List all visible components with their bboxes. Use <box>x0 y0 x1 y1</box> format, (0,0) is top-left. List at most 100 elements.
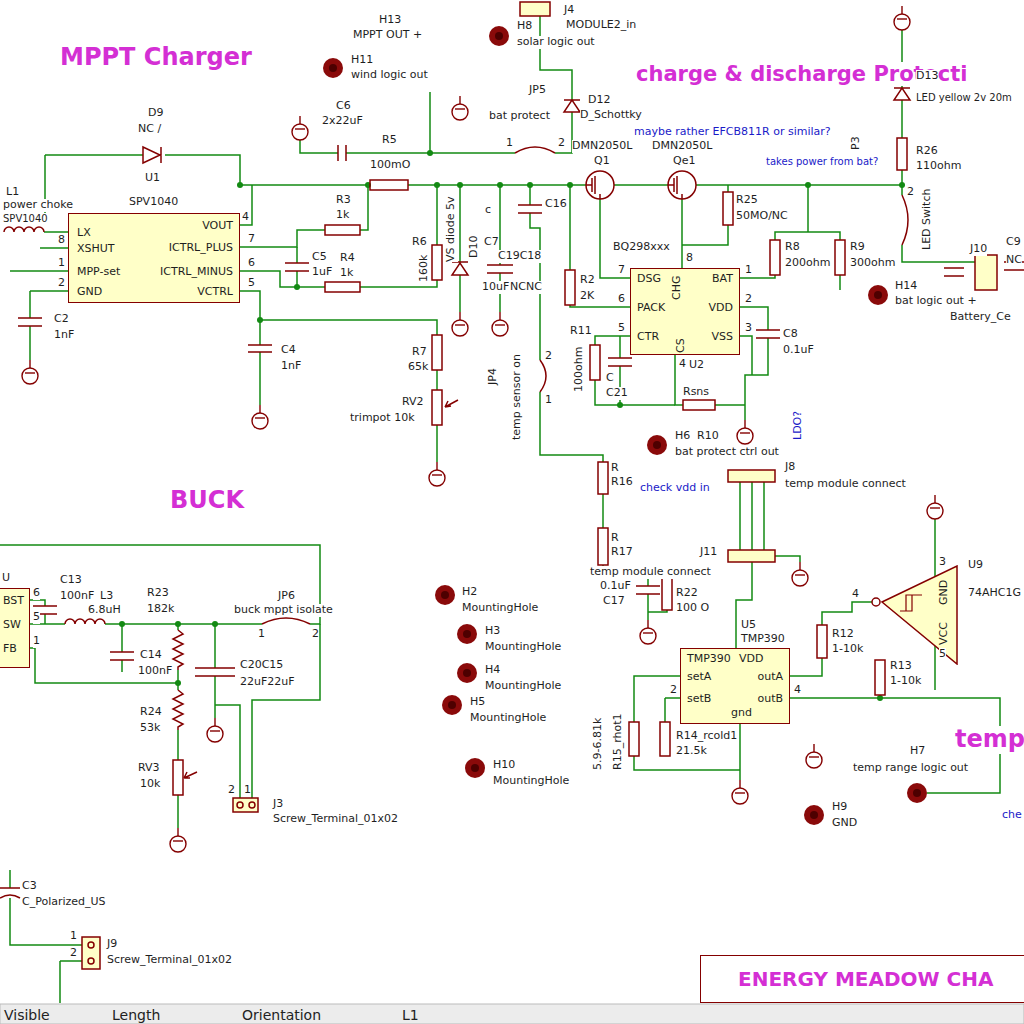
schematic-use <box>207 718 223 742</box>
schematic-path <box>740 336 752 375</box>
schematic-circle <box>586 171 614 199</box>
note-text: check vdd in <box>640 482 710 495</box>
schematic-path <box>740 307 768 420</box>
label-text: Orientation <box>242 1007 321 1023</box>
mounting-holes <box>323 26 927 825</box>
label-text: MountingHole <box>470 712 546 725</box>
label-text: 5 <box>248 277 255 290</box>
schematic-path <box>300 140 515 153</box>
schematic-path <box>530 185 603 462</box>
schematic-path <box>518 205 542 213</box>
label-text: 7 <box>248 233 255 246</box>
label-text: wind logic out <box>351 69 428 82</box>
node-text: U2 <box>689 359 704 372</box>
component-symbols <box>0 2 1024 969</box>
label-text: R7 <box>412 346 427 359</box>
label-text: 100nF <box>138 665 172 678</box>
schematic-circle <box>249 802 255 808</box>
schematic-rect <box>817 625 827 658</box>
label-text: NCNC <box>510 281 542 294</box>
schematic-rect <box>875 660 885 695</box>
node-text: U9 <box>968 559 983 572</box>
node-text: PACK <box>637 302 665 315</box>
label-text: H2 <box>462 586 477 599</box>
label-text: JP6 <box>278 590 295 603</box>
label-text: C7 <box>484 236 499 249</box>
schematic-path <box>65 619 105 624</box>
label-text: L1 <box>402 1007 419 1023</box>
label-text: 200ohm <box>785 257 830 270</box>
label-text: 6.8uH <box>88 604 121 617</box>
node-text: BST <box>3 595 24 608</box>
label-text: temp range logic out <box>853 762 968 775</box>
node-text: CTR <box>637 331 659 344</box>
label-text: R26 <box>916 145 938 158</box>
schematic-path <box>30 648 178 683</box>
schematic-use <box>907 783 927 803</box>
schematic-use <box>452 96 468 120</box>
label-text: R16 <box>611 476 633 489</box>
label-text: solar logic out <box>517 36 595 49</box>
schematic-use <box>806 744 822 768</box>
schematic-circle <box>175 680 181 686</box>
label-text: C6 <box>336 100 351 113</box>
schematic-path <box>173 630 183 670</box>
label-text: 10k <box>140 778 160 791</box>
node-text: MPP-set <box>77 266 120 279</box>
label-text: NC <box>1006 254 1022 267</box>
schematic-path <box>603 494 667 612</box>
label-text: R9 <box>850 241 865 254</box>
label-text: MODULE2_in <box>566 19 636 32</box>
schematic-use <box>640 620 656 644</box>
label-text: Length <box>112 1007 160 1023</box>
schematic-path <box>173 690 183 730</box>
label-text: H11 <box>351 54 373 67</box>
schematic-use <box>452 312 468 336</box>
label-text: 2 <box>312 628 319 641</box>
label-text: 65k <box>408 361 428 374</box>
schematic-path <box>894 88 910 100</box>
label-text: R15_rhot1 <box>612 714 625 770</box>
schematic-circle <box>427 150 433 156</box>
label-text: P3 <box>850 136 863 150</box>
node-text: ICTRL_PLUS <box>169 242 233 255</box>
label-text: 0.1uF <box>783 344 814 357</box>
label-text: 1k <box>340 267 353 280</box>
schematic-rect <box>723 192 733 225</box>
label-text: 1 <box>506 137 513 150</box>
schematic-path <box>586 176 600 199</box>
label-text: 100mO <box>370 159 410 172</box>
label-text: R11 <box>570 325 592 338</box>
label-text: 160k <box>418 255 431 282</box>
label-text: J11 <box>700 546 717 559</box>
schematic-path <box>756 330 780 338</box>
label-text: GND <box>832 817 857 830</box>
label-text: MountingHole <box>462 602 538 615</box>
label-text: MountingHole <box>485 641 561 654</box>
label-text: R6 <box>412 236 427 249</box>
schematic-path <box>110 652 134 660</box>
schematic-rect <box>629 722 639 756</box>
label-text: 100 O <box>676 602 709 615</box>
label-text: R4 <box>340 252 355 265</box>
section-heading: temp <box>955 726 1024 754</box>
schematic-use <box>868 285 888 305</box>
label-text: Visible <box>4 1007 50 1023</box>
label-text: 2K <box>580 290 594 303</box>
label-text: trimpot 10k <box>350 412 415 425</box>
label-text: R3 <box>336 194 351 207</box>
schematic-circle <box>237 802 243 808</box>
schematic-path <box>902 195 908 245</box>
schematic-path <box>634 724 740 780</box>
schematic-path <box>360 185 437 287</box>
schematic-path <box>459 185 461 312</box>
node-text: ENERGY MEADOW CHA <box>738 968 993 991</box>
label-text: R24 <box>140 706 162 719</box>
label-text: H4 <box>485 664 500 677</box>
schematic-path <box>452 262 468 275</box>
note-text: che <box>1002 809 1022 822</box>
label-text: J9 <box>107 938 117 951</box>
schematic-use <box>457 624 477 644</box>
label-text: U <box>2 572 10 585</box>
